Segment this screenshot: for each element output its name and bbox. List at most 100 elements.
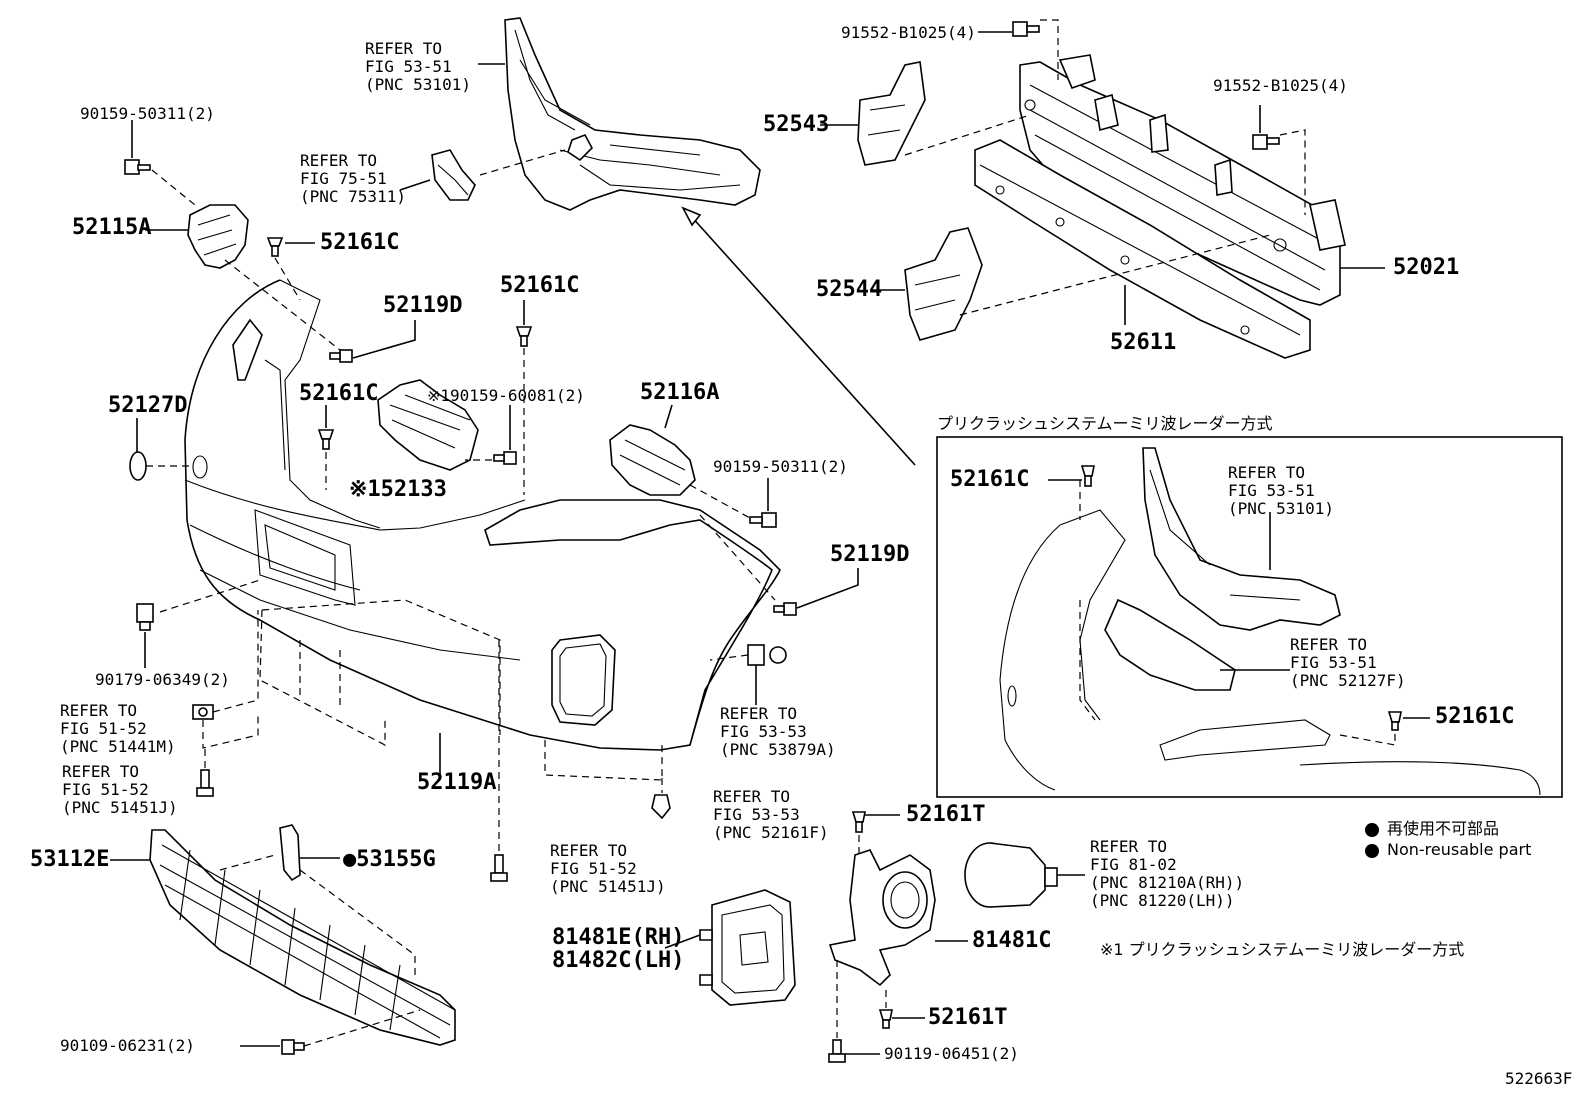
label-90119-06451: 90119-06451(2) bbox=[884, 1044, 1019, 1063]
ref-line-2: FIG 51-52 bbox=[550, 859, 637, 878]
legend-en: Non-reusable part bbox=[1365, 840, 1531, 859]
fog-bracket-drawing bbox=[828, 849, 936, 987]
ref-line-2: FIG 53-53 bbox=[713, 805, 800, 824]
ref-line-1: REFER TO bbox=[1228, 463, 1306, 482]
bolt-51451J-b-drawing bbox=[490, 854, 508, 882]
legend-jp-text: 再使用不可部品 bbox=[1387, 819, 1500, 838]
ref-line-3: (PNC 53879A) bbox=[720, 740, 836, 759]
bracket-52543-drawing bbox=[857, 61, 926, 166]
ref-line-1: REFER TO bbox=[550, 841, 628, 860]
label-52161C-c: 52161C bbox=[299, 381, 379, 406]
ref-line-4: (PNC 81220(LH)) bbox=[1090, 891, 1235, 910]
ref-line-1: REFER TO bbox=[720, 704, 798, 723]
upper-grille-drawing bbox=[504, 17, 761, 211]
label-81481E: 81481E(RH) bbox=[552, 925, 685, 950]
label-90159-50311-b: 90159-50311(2) bbox=[713, 457, 848, 476]
ref-line-3: (PNC 51451J) bbox=[550, 877, 666, 896]
ref-line-2: FIG 53-51 bbox=[365, 57, 452, 76]
inset-label-ref-53101: REFER TO FIG 53-51 (PNC 53101) bbox=[1228, 464, 1334, 518]
label-81482C: 81482C(LH) bbox=[552, 948, 685, 973]
bracket-52116A-drawing bbox=[609, 424, 696, 496]
inset-frame bbox=[936, 436, 1563, 798]
fog-bezel-drawing bbox=[699, 889, 796, 1006]
non-reusable-dot-icon bbox=[1365, 843, 1379, 858]
label-ref-52161F: REFER TO FIG 53-53 (PNC 52161F) bbox=[713, 788, 829, 842]
label-52115A: 52115A bbox=[72, 215, 152, 240]
label-52133: ※152133 bbox=[349, 477, 447, 502]
legend-jp: 再使用不可部品 bbox=[1365, 815, 1499, 839]
ref-line-3: (PNC 52161F) bbox=[713, 823, 829, 842]
bolt-91552-b-drawing bbox=[1252, 134, 1280, 150]
absorber-52611-drawing bbox=[974, 139, 1311, 359]
ref-line-2: FIG 53-53 bbox=[720, 722, 807, 741]
ref-line-2: FIG 53-51 bbox=[1290, 653, 1377, 672]
bolt-90159-50311-b-drawing bbox=[749, 512, 777, 528]
ref-line-1: REFER TO bbox=[62, 762, 140, 781]
inset-clip-b-drawing bbox=[1387, 711, 1402, 731]
label-52161C-b: 52161C bbox=[500, 273, 580, 298]
label-ref-51441M: REFER TO FIG 51-52 (PNC 51441M) bbox=[60, 702, 176, 756]
label-52611: 52611 bbox=[1110, 330, 1177, 355]
bolt-90159-60081-drawing bbox=[493, 451, 517, 465]
clip-90179-drawing bbox=[136, 603, 154, 631]
clip-52119D-a-drawing bbox=[329, 349, 353, 363]
label-ref-51451J-b: REFER TO FIG 51-52 (PNC 51451J) bbox=[550, 842, 666, 896]
bracket-52544-drawing bbox=[904, 227, 983, 341]
ref-line-3: (PNC 51441M) bbox=[60, 737, 176, 756]
bolt-90159-a-drawing bbox=[124, 159, 151, 175]
ref-line-2: FIG 53-51 bbox=[1228, 481, 1315, 500]
clip-52161C-c-drawing bbox=[317, 429, 335, 450]
inset-label-52161C-b: 52161C bbox=[1435, 704, 1515, 729]
label-52161T-a: 52161T bbox=[906, 802, 986, 827]
inset-label-52161C-a: 52161C bbox=[950, 467, 1030, 492]
label-52116A: 52116A bbox=[640, 380, 720, 405]
label-ref-53879A: REFER TO FIG 53-53 (PNC 53879A) bbox=[720, 705, 836, 759]
clip-52119D-b-drawing bbox=[773, 602, 797, 616]
sensor-53879A-drawing bbox=[747, 644, 787, 666]
ref-line-3: (PNC 81210A(RH)) bbox=[1090, 873, 1245, 892]
label-53155G: ●53155G bbox=[343, 847, 436, 872]
ref-line-2: FIG 81-02 bbox=[1090, 855, 1177, 874]
footnote: ※1 プリクラッシュシステムーミリ波レーダー方式 bbox=[1100, 940, 1465, 959]
label-90159-50311-a: 90159-50311(2) bbox=[80, 104, 215, 123]
emblem-part-drawing bbox=[431, 149, 476, 201]
label-52544: 52544 bbox=[816, 277, 883, 302]
label-91552-b: 91552-B1025(4) bbox=[1213, 76, 1348, 95]
ref-line-3: (PNC 75311) bbox=[300, 187, 406, 206]
ref-line-1: REFER TO bbox=[713, 787, 791, 806]
label-ref-53101: REFER TO FIG 53-51 (PNC 53101) bbox=[365, 40, 471, 94]
inset-clip-a-drawing bbox=[1080, 465, 1095, 487]
ref-line-1: REFER TO bbox=[1290, 635, 1368, 654]
bolt-90119-drawing bbox=[828, 1039, 846, 1063]
retainer-53155G-drawing bbox=[279, 824, 301, 882]
ref-line-1: REFER TO bbox=[365, 39, 443, 58]
label-90179-06349: 90179-06349(2) bbox=[95, 670, 230, 689]
diagram-id: 522663F bbox=[1505, 1069, 1573, 1088]
ref-line-1: REFER TO bbox=[1090, 837, 1168, 856]
label-ref-51451J-a: REFER TO FIG 51-52 (PNC 51451J) bbox=[62, 763, 178, 817]
label-52161T-b: 52161T bbox=[928, 1005, 1008, 1030]
lower-grille-drawing bbox=[149, 829, 456, 1046]
label-81481C: 81481C bbox=[972, 928, 1052, 953]
label-52021: 52021 bbox=[1393, 255, 1460, 280]
ref-line-1: REFER TO bbox=[300, 151, 378, 170]
inset-title: プリクラッシュシステムーミリ波レーダー方式 bbox=[937, 414, 1273, 433]
cap-52127D-drawing bbox=[129, 451, 147, 481]
legend-en-text: Non-reusable part bbox=[1387, 840, 1532, 859]
label-52119D-b: 52119D bbox=[830, 542, 910, 567]
ref-line-1: REFER TO bbox=[60, 701, 138, 720]
clip-52161T-a-drawing bbox=[851, 811, 866, 833]
label-52119D-a: 52119D bbox=[383, 293, 463, 318]
label-ref-75311: REFER TO FIG 75-51 (PNC 75311) bbox=[300, 152, 406, 206]
nut-51441M-drawing bbox=[192, 704, 214, 720]
non-reusable-dot-icon bbox=[1365, 822, 1379, 837]
fog-lamp-drawing bbox=[964, 842, 1058, 908]
label-53112E: 53112E bbox=[30, 847, 110, 872]
label-52119A: 52119A bbox=[417, 770, 497, 795]
reinforcement-52021-drawing bbox=[1019, 54, 1346, 306]
label-91552-a: 91552-B1025(4) bbox=[841, 23, 976, 42]
label-52161C-a: 52161C bbox=[320, 230, 400, 255]
ref-line-3: (PNC 53101) bbox=[365, 75, 471, 94]
